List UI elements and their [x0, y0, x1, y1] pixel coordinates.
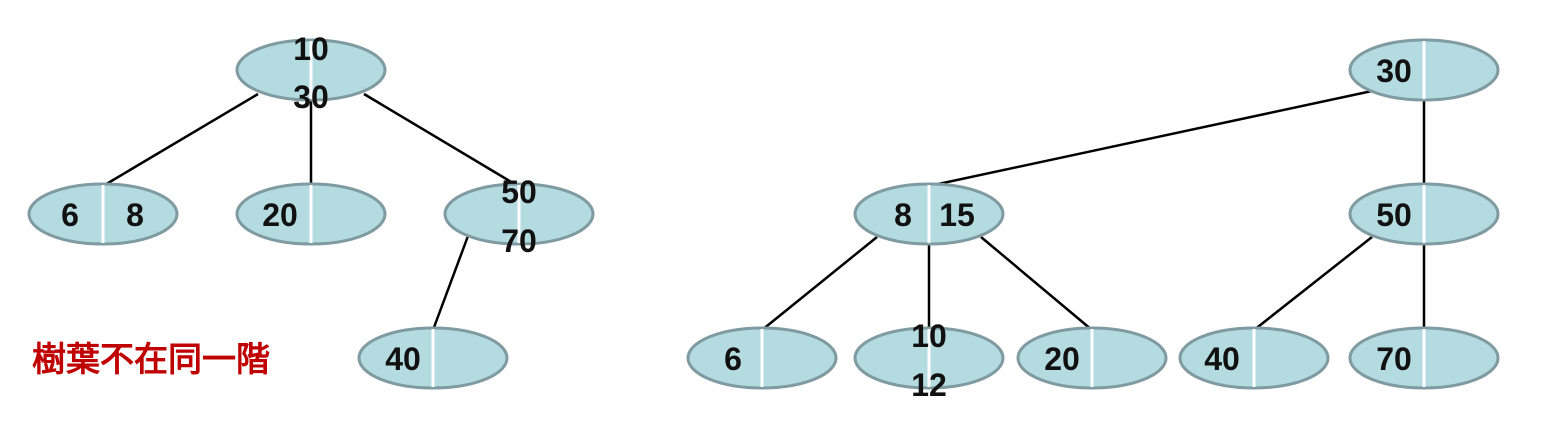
node-key: 50: [501, 174, 537, 210]
node-key: 20: [262, 197, 298, 233]
edge-right-8-15-to-6: [761, 236, 878, 331]
left-node-40: 40: [357, 326, 509, 390]
node-key: 10: [911, 318, 947, 354]
node-key: 30: [1376, 53, 1412, 89]
node-key: 8: [894, 197, 912, 233]
edge-left-root-to-6-8: [102, 92, 259, 188]
node-key: 10: [293, 31, 329, 67]
right-node-70: 70: [1348, 326, 1500, 390]
node-key: 50: [1376, 197, 1412, 233]
edge-right-root-to-8-15: [928, 89, 1373, 188]
left-tree-edges: [102, 92, 519, 331]
right-node-10-12: 10 12: [853, 318, 1005, 403]
left-node-20: 20: [235, 182, 387, 246]
node-key: 20: [1044, 341, 1080, 377]
node-key: 12: [911, 367, 947, 403]
left-node-6-8: 6 8: [27, 182, 179, 246]
leaves-not-same-level-note: 樹葉不在同一階: [32, 340, 270, 380]
node-key: 30: [293, 79, 329, 115]
right-node-8-15: 8 15: [853, 182, 1005, 246]
edge-left-50-70-to-40: [431, 235, 470, 331]
node-key: 40: [1204, 341, 1240, 377]
right-tree-edges: [761, 89, 1426, 331]
node-key: 15: [939, 197, 975, 233]
node-key: 6: [61, 197, 79, 233]
right-node-40: 40: [1178, 326, 1330, 390]
node-key: 8: [126, 197, 144, 233]
left-node-root: 10 30: [235, 31, 387, 115]
node-key: 70: [501, 223, 537, 259]
left-node-50-70: 50 70: [443, 174, 595, 259]
edge-left-root-to-50-70: [363, 92, 519, 188]
right-node-20: 20: [1016, 326, 1168, 390]
right-node-50: 50: [1348, 182, 1500, 246]
node-key: 40: [385, 341, 421, 377]
edge-right-50-to-40: [1253, 236, 1373, 331]
node-key: 6: [724, 341, 742, 377]
right-node-6: 6: [686, 326, 838, 390]
right-node-root: 30: [1348, 38, 1500, 102]
node-key: 70: [1376, 341, 1412, 377]
edge-right-8-15-to-20: [980, 236, 1093, 331]
